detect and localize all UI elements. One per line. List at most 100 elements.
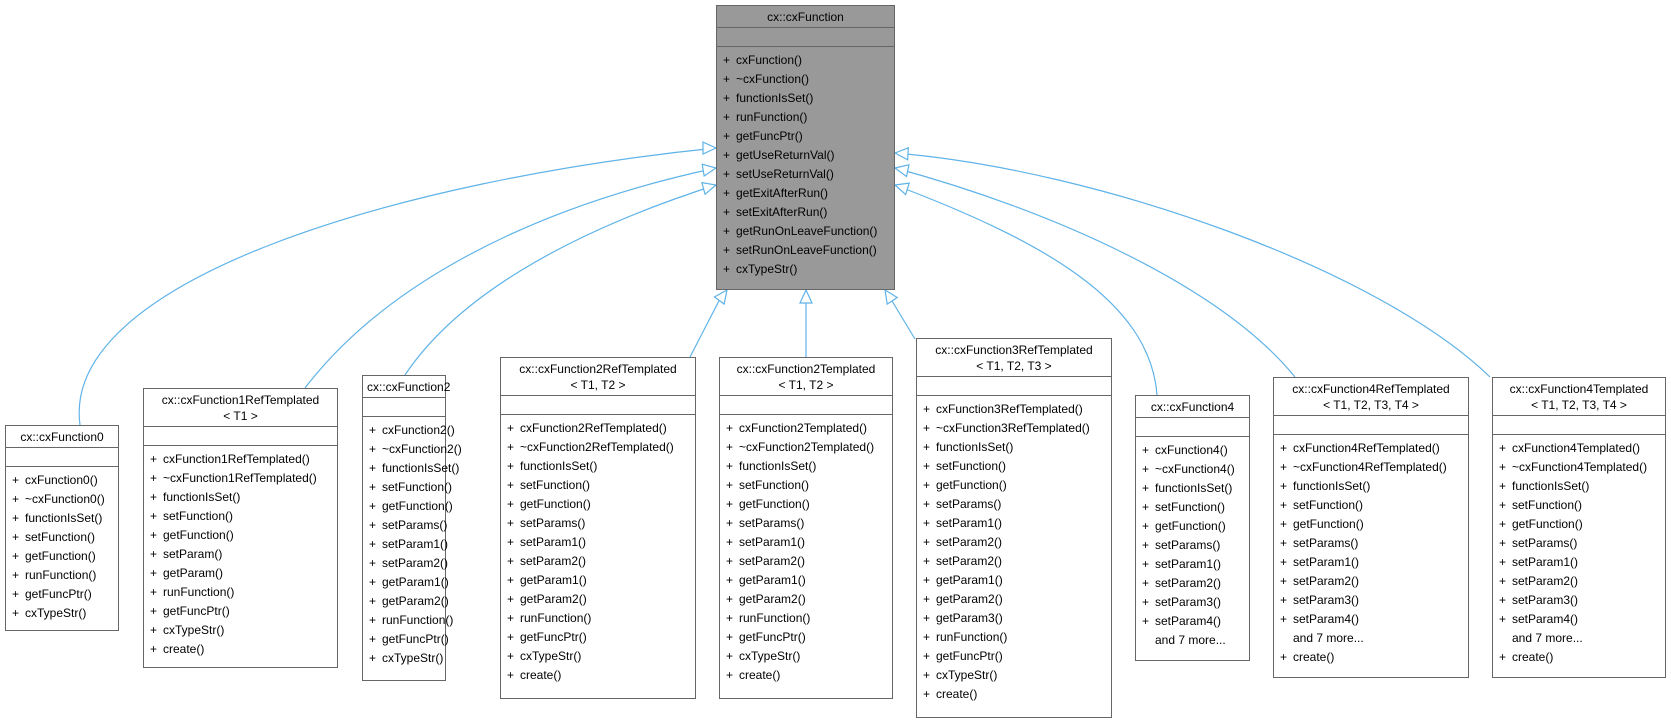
method-row[interactable]: +runFunction() [501,609,695,628]
class-box-cxFunction1RefTemplated[interactable]: cx::cxFunction1RefTemplated< T1 >+cxFunc… [143,388,338,668]
method-row[interactable]: +setParams() [720,514,892,533]
method-row[interactable]: +getParam1() [363,573,449,592]
method-row[interactable]: +cxFunction4RefTemplated() [1274,439,1468,458]
method-row[interactable]: +getFunction() [363,497,453,516]
method-row[interactable]: +cxTypeStr() [144,621,337,640]
method-row[interactable]: +~cxFunction() [717,70,894,89]
method-row[interactable]: +create() [1493,648,1665,667]
method-row[interactable]: +getParam3() [917,609,1111,628]
method-row[interactable]: +cxTypeStr() [917,666,1111,685]
method-row[interactable]: +setParam2() [917,533,1111,552]
method-row[interactable]: +create() [501,666,695,685]
method-row[interactable]: +cxTypeStr() [501,647,695,666]
method-row[interactable]: +setUseReturnVal() [717,165,894,184]
method-row[interactable]: +create() [917,685,1111,704]
method-row[interactable]: +functionIsSet() [1274,477,1468,496]
method-row[interactable]: +getFuncPtr() [501,628,695,647]
method-row[interactable]: +cxFunction() [717,51,894,70]
method-row[interactable]: +~cxFunction4RefTemplated() [1274,458,1468,477]
method-row[interactable]: +runFunction() [917,628,1111,647]
method-row[interactable]: +getRunOnLeaveFunction() [717,222,894,241]
method-row[interactable]: +getParam1() [720,571,892,590]
class-box-cxFunction4Templated[interactable]: cx::cxFunction4Templated< T1, T2, T3, T4… [1492,377,1666,678]
method-row[interactable]: +cxFunction1RefTemplated() [144,450,337,469]
method-row[interactable]: +runFunction() [363,611,453,630]
more-methods-link[interactable]: and 7 more... [1293,631,1364,645]
class-box-cxFunction[interactable]: cx::cxFunction+cxFunction()+~cxFunction(… [716,5,895,290]
method-row[interactable]: +cxFunction2Templated() [720,419,892,438]
method-row[interactable]: +~cxFunction2() [363,440,462,459]
method-row[interactable]: +cxFunction2() [363,421,455,440]
class-box-cxFunction2Templated[interactable]: cx::cxFunction2Templated< T1, T2 >+cxFun… [719,357,893,699]
method-row[interactable]: +getFunction() [144,526,337,545]
method-row[interactable]: +setParams() [1274,534,1468,553]
method-row[interactable]: +runFunction() [717,108,894,127]
method-row[interactable]: +cxTypeStr() [720,647,892,666]
method-row[interactable]: +setRunOnLeaveFunction() [717,241,894,260]
method-row[interactable]: +setParam1() [917,514,1111,533]
method-row[interactable]: +~cxFunction3RefTemplated() [917,419,1111,438]
method-row[interactable]: +setParam1() [1274,553,1468,572]
method-row[interactable]: +setParam2() [363,554,448,573]
more-methods-link[interactable]: and 7 more... [1155,633,1226,647]
method-row[interactable]: +setParam4() [1493,610,1665,629]
class-box-cxFunction4[interactable]: cx::cxFunction4+cxFunction4()+~cxFunctio… [1135,395,1250,661]
method-row[interactable]: +setParams() [917,495,1111,514]
method-row[interactable]: +getFuncPtr() [6,585,118,604]
method-row[interactable]: +~cxFunction4Templated() [1493,458,1665,477]
method-row[interactable]: +getParam() [144,564,337,583]
method-row[interactable]: +setParam1() [1493,553,1665,572]
method-row[interactable]: +getFuncPtr() [717,127,894,146]
method-row[interactable]: +setExitAfterRun() [717,203,894,222]
method-row[interactable]: +setParams() [501,514,695,533]
method-row[interactable]: +~cxFunction2Templated() [720,438,892,457]
method-row[interactable]: +create() [144,640,337,659]
method-row[interactable]: +setParam() [144,545,337,564]
method-row[interactable]: +setFunction() [917,457,1111,476]
method-row[interactable]: +getParam2() [501,590,695,609]
method-row[interactable]: +functionIsSet() [363,459,459,478]
method-row[interactable]: +functionIsSet() [917,438,1111,457]
method-row[interactable]: +create() [720,666,892,685]
method-row[interactable]: +getFunction() [1136,517,1249,536]
method-row[interactable]: +setParam1() [1136,555,1249,574]
method-row[interactable]: +create() [1274,648,1468,667]
method-row[interactable]: +getFunction() [6,547,118,566]
method-row[interactable]: +functionIsSet() [501,457,695,476]
method-row[interactable]: +setFunction() [720,476,892,495]
class-box-cxFunction4RefTemplated[interactable]: cx::cxFunction4RefTemplated< T1, T2, T3,… [1273,377,1469,678]
method-row[interactable]: +getParam1() [917,571,1111,590]
method-row[interactable]: +setParam2() [1274,572,1468,591]
method-row[interactable]: +setParams() [1493,534,1665,553]
method-row[interactable]: +getExitAfterRun() [717,184,894,203]
method-row[interactable]: +setFunction() [144,507,337,526]
method-row[interactable]: +cxFunction4() [1136,441,1249,460]
method-row[interactable]: +setFunction() [1136,498,1249,517]
method-row[interactable]: +setParam4() [1274,610,1468,629]
method-row[interactable]: +cxFunction0() [6,471,118,490]
method-row[interactable]: +setFunction() [6,528,118,547]
method-row[interactable]: +cxTypeStr() [717,260,894,279]
method-row[interactable]: +getParam1() [501,571,695,590]
method-row[interactable]: +setFunction() [1274,496,1468,515]
method-row[interactable]: +getFuncPtr() [720,628,892,647]
class-box-cxFunction3RefTemplated[interactable]: cx::cxFunction3RefTemplated< T1, T2, T3 … [916,338,1112,718]
method-row[interactable]: +setFunction() [363,478,452,497]
method-row[interactable]: +getParam2() [720,590,892,609]
method-row[interactable]: +cxTypeStr() [6,604,118,623]
method-row[interactable]: +setParam1() [720,533,892,552]
method-row[interactable]: +functionIsSet() [144,488,337,507]
method-row[interactable]: +setParams() [363,516,447,535]
method-row[interactable]: +getFunction() [720,495,892,514]
method-row[interactable]: +~cxFunction2RefTemplated() [501,438,695,457]
method-row[interactable]: +functionIsSet() [717,89,894,108]
method-row[interactable]: +setParam3() [1274,591,1468,610]
method-row[interactable]: +cxFunction2RefTemplated() [501,419,695,438]
method-row[interactable]: +setParams() [1136,536,1249,555]
method-row[interactable]: +getFunction() [501,495,695,514]
method-row[interactable]: +setParam3() [1136,593,1249,612]
method-row[interactable]: +getFuncPtr() [917,647,1111,666]
method-row[interactable]: +getFunction() [1493,515,1665,534]
method-row[interactable]: +runFunction() [720,609,892,628]
method-row[interactable]: +setParam2() [1136,574,1249,593]
